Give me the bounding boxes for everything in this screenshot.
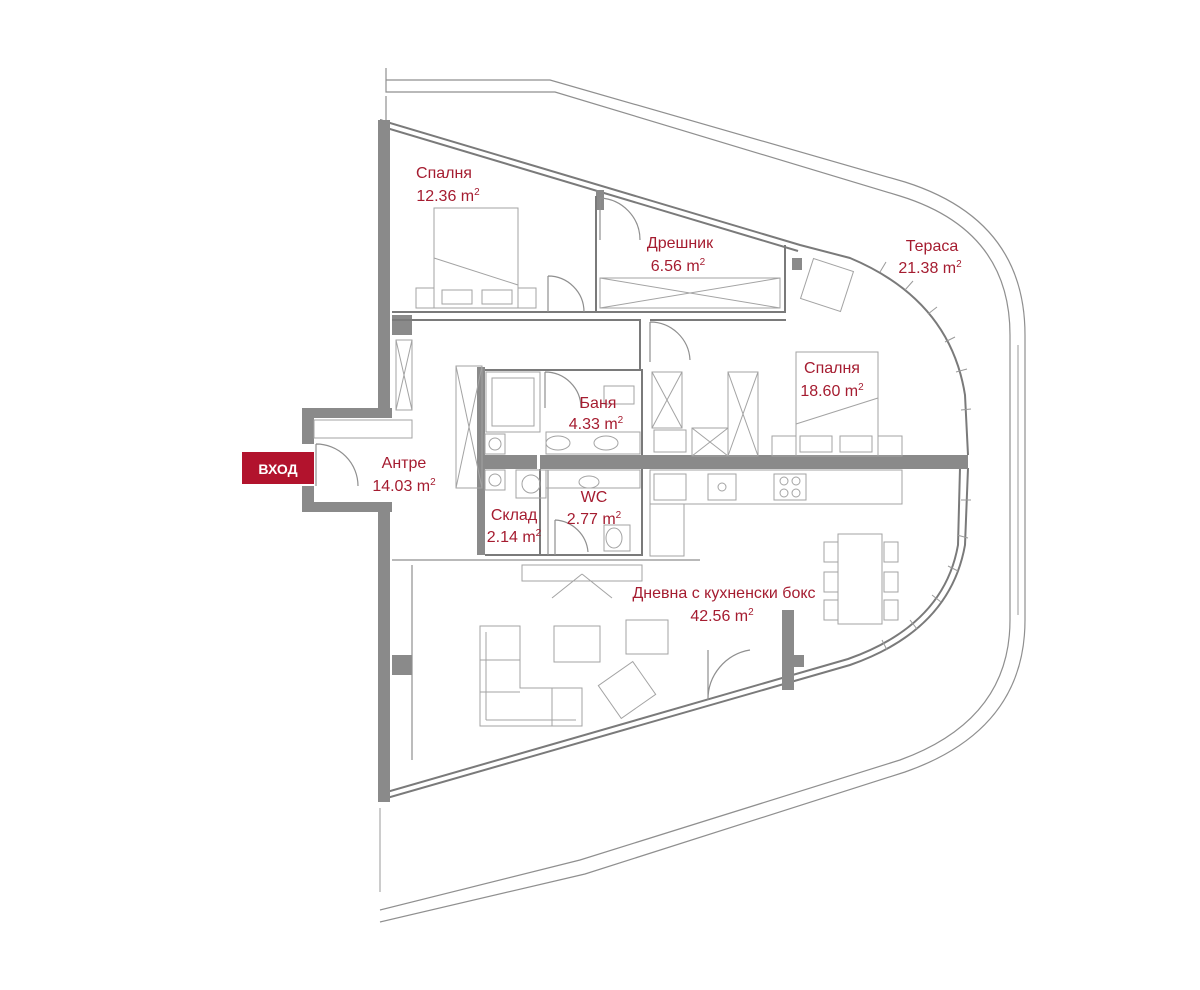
room-area-storage: 2.14 m2 [487, 528, 542, 546]
room-area-bedroom-1: 12.36 m2 [416, 187, 480, 205]
entry-label: ВХОД [258, 461, 297, 477]
room-area-wardrobe: 6.56 m2 [651, 257, 706, 275]
entry-badge-bg [242, 452, 314, 484]
room-name-living: Дневна с кухненски бокс [632, 585, 815, 602]
room-area-wc: 2.77 m2 [567, 510, 622, 528]
room-name-bedroom-2: Спалня [804, 360, 860, 377]
partitions [392, 196, 786, 760]
room-labels: Спалня 12.36 m2 Дрешник 6.56 m2 Тераса 2… [372, 165, 962, 625]
room-area-hall: 14.03 m2 [372, 477, 436, 495]
room-name-hall: Антре [382, 455, 427, 472]
room-area-bedroom-2: 18.60 m2 [800, 382, 864, 400]
furniture [313, 207, 903, 727]
room-name-wc: WC [581, 489, 608, 506]
room-name-storage: Склад [491, 507, 538, 524]
room-name-bedroom-1: Спалня [416, 165, 472, 182]
room-name-terrace: Тераса [906, 238, 959, 255]
room-area-bathroom: 4.33 m2 [569, 415, 624, 433]
room-name-bathroom: Баня [580, 395, 617, 412]
facade-glazing [379, 119, 972, 801]
doors [315, 197, 751, 701]
walls [302, 120, 968, 802]
room-area-terrace: 21.38 m2 [898, 259, 962, 277]
room-area-living: 42.56 m2 [690, 607, 754, 625]
room-name-wardrobe: Дрешник [647, 235, 714, 252]
terrace-outline [379, 68, 1026, 923]
entry-badge: ВХОД [242, 452, 314, 484]
